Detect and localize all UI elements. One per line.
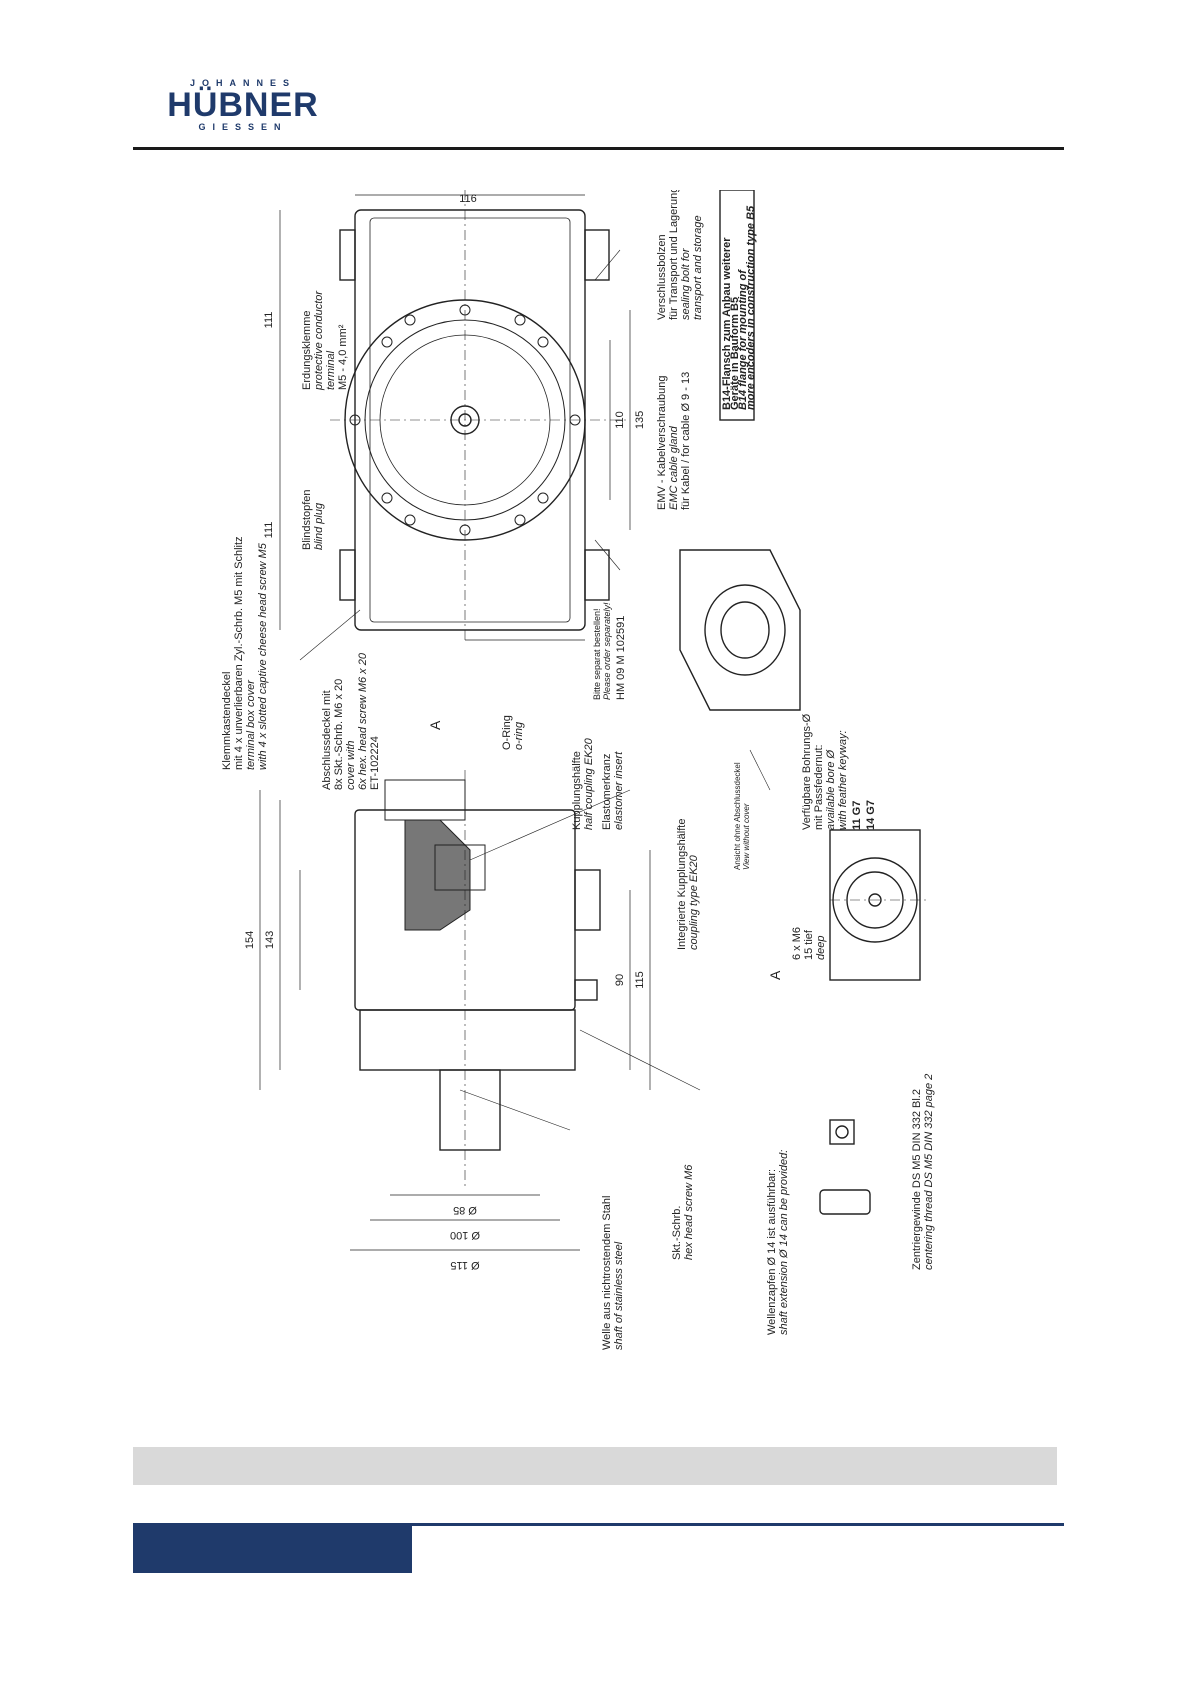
footer-gray-bar — [133, 1447, 1057, 1485]
label-bohrung: Verfügbare Bohrungs-Ø mit Passfedernut: … — [801, 711, 877, 830]
side-view — [354, 770, 601, 1190]
isometric-view — [679, 549, 801, 711]
drawing-svg: 116 111 111 110 135 154 143 115 90 Ø 115… — [221, 190, 935, 1350]
footer-brand-block — [133, 1523, 412, 1573]
dimension-texts: 116 111 111 110 135 154 143 115 90 Ø 115… — [244, 193, 646, 1271]
footer-divider — [412, 1523, 1064, 1526]
dim-143: 143 — [264, 931, 276, 949]
label-skt: Skt.-Schrb. hex head screw M6 — [671, 1164, 695, 1260]
label-klemmkasten: Klemmkastendeckel mit 4 x unverlierbaren… — [221, 533, 269, 770]
label-b14: B14-Flansch zum Anbau weiterer Geräte in… — [721, 205, 757, 410]
label-erdung: Erdungsklemme protective conductor termi… — [301, 288, 349, 391]
dim-116: 116 — [459, 193, 477, 205]
label-blindstopfen: Blindstopfen blind plug — [301, 486, 325, 550]
label-emv: EMV - Kabelverschraubung EMC cable gland… — [656, 372, 692, 510]
dim-154: 154 — [244, 931, 256, 949]
label-abschluss: Abschlussdeckel mit 8x Skt.-Schrb. M6 x … — [321, 650, 381, 790]
dim-111-b: 111 — [263, 522, 275, 539]
label-zentrier: Zentriergewinde DS M5 DIN 332 Bl.2 cente… — [911, 1074, 935, 1270]
label-integriert: Integrierte Kupplungshälfte coupling typ… — [676, 815, 700, 950]
technical-drawing: 116 111 111 110 135 154 143 115 90 Ø 115… — [210, 190, 1060, 1350]
header-divider — [133, 147, 1064, 150]
label-verschluss: Verschlussbolzen für Transport und Lager… — [656, 190, 704, 320]
dim-o115: Ø 115 — [450, 1259, 479, 1271]
label-m6: 6 x M6 15 tief deep — [791, 924, 827, 960]
logo-main-text: HÜBNER — [167, 86, 319, 124]
dim-135: 135 — [634, 411, 646, 429]
label-oring: O-Ring o-ring — [501, 712, 525, 750]
dim-115: 115 — [634, 971, 646, 989]
leader-lines — [299, 249, 771, 1131]
dim-110: 110 — [614, 411, 626, 429]
label-welle: Welle aus nichtrostendem Stahl shaft of … — [601, 1192, 625, 1350]
label-ansicht: Ansicht ohne Abschlussdeckel View withou… — [733, 760, 751, 870]
logo-top-text: JOHANNES — [189, 78, 296, 88]
dim-90: 90 — [614, 974, 626, 986]
label-arrow-a: A — [427, 720, 443, 730]
label-texts: Klemmkastendeckel mit 4 x unverlierbaren… — [221, 190, 935, 1350]
side-dimension-lines — [259, 790, 651, 1251]
label-view-a: A — [767, 970, 783, 980]
shaft-detail — [819, 1119, 871, 1215]
dim-o100: Ø 100 — [450, 1229, 480, 1241]
front-dimension-lines — [279, 194, 631, 641]
logo-bottom-text: GIESSEN — [198, 122, 288, 132]
b14-box — [719, 190, 755, 421]
front-view — [330, 190, 630, 640]
dim-o85: Ø 85 — [453, 1204, 477, 1216]
company-logo: JOHANNES HÜBNER GIESSEN — [148, 78, 338, 132]
dim-111-a: 111 — [263, 312, 275, 329]
label-separat: Bitte separat bestellen! Please order se… — [592, 600, 627, 700]
view-a — [829, 829, 930, 981]
label-elastomer: Elastomerkranz elastomer insert — [601, 751, 625, 830]
label-wellenzapfen: Wellenzapfen Ø 14 ist ausführbar: shaft … — [766, 1150, 790, 1335]
label-kupplung: Kupplungshälfte half coupling EK20 — [571, 737, 595, 830]
